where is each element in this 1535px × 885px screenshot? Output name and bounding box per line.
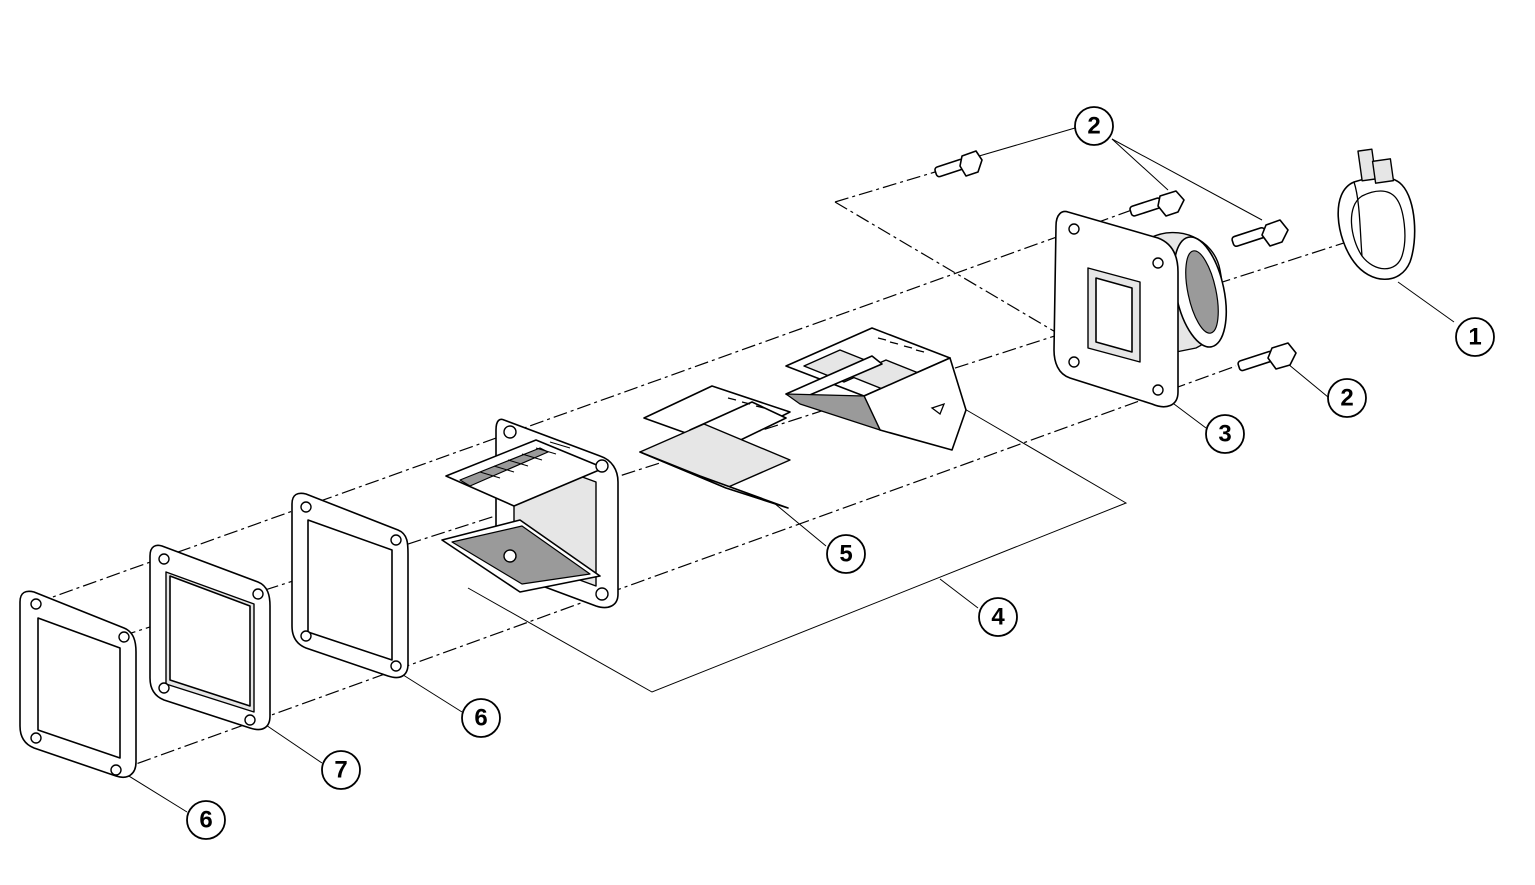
svg-text:6: 6 [199, 807, 212, 834]
callout-6-bottom: 6 [186, 800, 226, 840]
callout-3: 3 [1205, 414, 1245, 454]
leader-lines [123, 127, 1455, 813]
callout-1: 1 [1455, 317, 1495, 357]
svg-text:2: 2 [1340, 385, 1353, 412]
spacer-plate [149, 544, 271, 731]
bolt-top-left [934, 150, 983, 178]
bolt-upper-middle [1129, 190, 1185, 217]
svg-text:6: 6 [474, 705, 487, 732]
callout-6-middle: 6 [461, 698, 501, 738]
gasket-front [19, 590, 137, 778]
callout-4: 4 [978, 597, 1018, 637]
callout-2-right: 2 [1327, 378, 1367, 418]
callout-7: 7 [321, 750, 361, 790]
bolt-upper-right [1231, 219, 1289, 248]
reed-petals [639, 385, 791, 509]
svg-text:2: 2 [1087, 113, 1100, 140]
reed-cage-upper [785, 327, 967, 451]
bolt-lower-right [1237, 342, 1297, 372]
intake-manifold [1053, 210, 1228, 408]
svg-text:3: 3 [1218, 421, 1231, 448]
svg-text:7: 7 [334, 757, 347, 784]
callout-5: 5 [826, 534, 866, 574]
hose-clamp [1337, 148, 1416, 281]
svg-text:4: 4 [991, 604, 1005, 631]
svg-text:1: 1 [1468, 324, 1481, 351]
svg-text:5: 5 [839, 541, 852, 568]
gasket-rear [291, 492, 409, 679]
callout-2-top: 2 [1074, 106, 1114, 146]
reed-valve-body [441, 418, 619, 609]
